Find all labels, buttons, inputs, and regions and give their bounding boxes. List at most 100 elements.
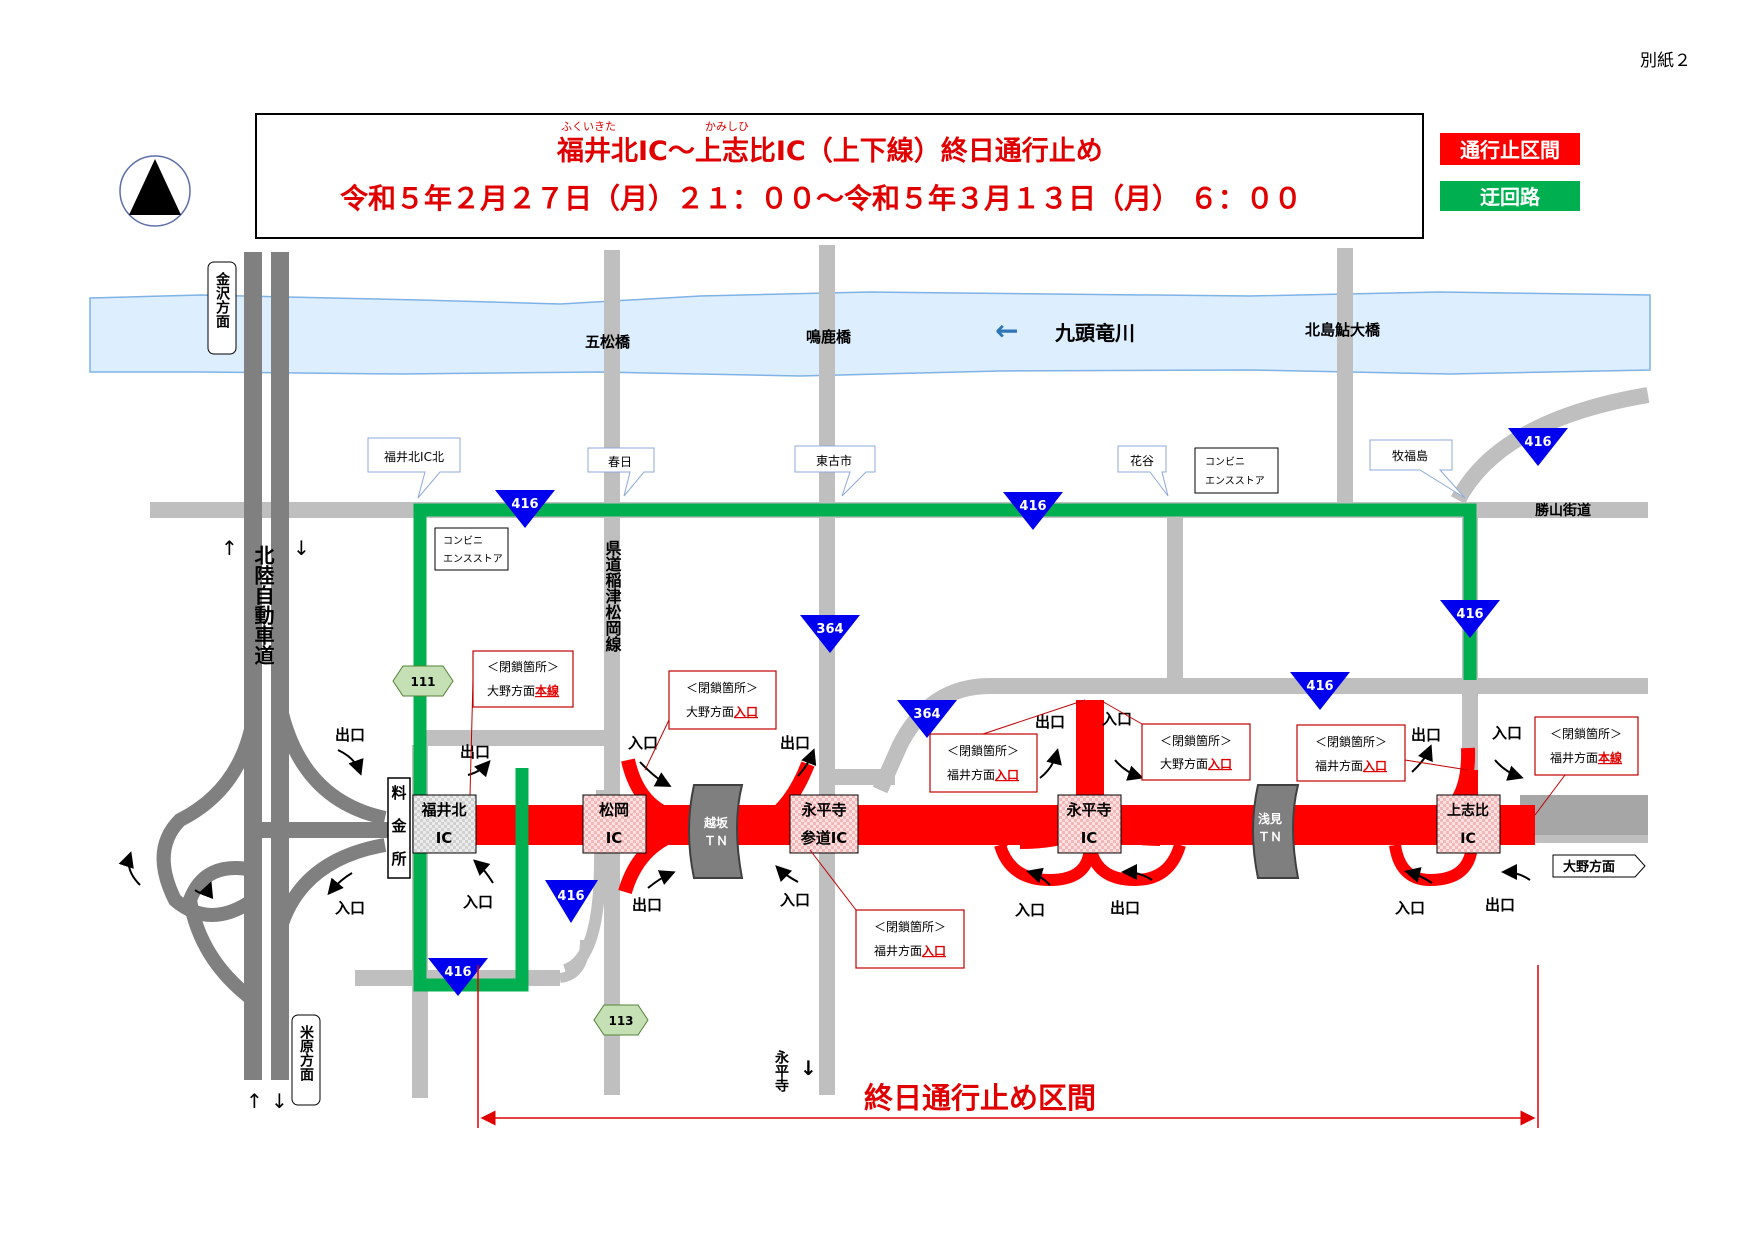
legend-detour-label: 迂回路 bbox=[1480, 185, 1541, 209]
svg-text:出口: 出口 bbox=[1411, 726, 1441, 744]
svg-text:416: 416 bbox=[1306, 679, 1333, 694]
title-line-2: 令和５年２月２７日（月）２１：００〜令和５年３月１３日（月） ６：００ bbox=[340, 182, 1302, 215]
svg-text:東古市: 東古市 bbox=[816, 453, 852, 468]
convenience-store: コンビニ エンスストア bbox=[1194, 447, 1279, 494]
river-arrow-icon: ← bbox=[995, 314, 1018, 347]
svg-text:所: 所 bbox=[391, 850, 406, 868]
closure-box: ＜閉鎖箇所＞ 福井方面入口 bbox=[1296, 724, 1469, 782]
svg-text:入口: 入口 bbox=[1395, 899, 1425, 917]
svg-text:エンスストア: エンスストア bbox=[1205, 476, 1265, 487]
svg-text:福井方面入口: 福井方面入口 bbox=[874, 943, 946, 958]
svg-text:IC: IC bbox=[436, 829, 453, 847]
route-416-sign: 416 bbox=[1440, 600, 1500, 638]
svg-text:松岡: 松岡 bbox=[599, 801, 629, 819]
svg-text:113: 113 bbox=[608, 1014, 633, 1028]
svg-text:＜閉鎖箇所＞: ＜閉鎖箇所＞ bbox=[1315, 734, 1387, 749]
direction-arrow-icon: ↓ bbox=[800, 1056, 817, 1080]
title-line-1: 福井北IC〜上志比IC（上下線）終日通行止め bbox=[556, 135, 1103, 167]
river bbox=[89, 291, 1651, 377]
ramp-labels: 出口 入口 出口 入口 入口 出口 出口 入口 出口 入口 入口 出口 出口 入… bbox=[335, 710, 1522, 919]
svg-text:入口: 入口 bbox=[1492, 724, 1522, 742]
svg-text:花谷: 花谷 bbox=[1130, 453, 1154, 468]
svg-text:入口: 入口 bbox=[463, 893, 493, 911]
svg-text:入口: 入口 bbox=[1015, 901, 1045, 919]
svg-text:IC: IC bbox=[1460, 831, 1475, 847]
legend-detour-swatch bbox=[1440, 181, 1580, 211]
place-callout-fukuikita-north: 福井北IC北 bbox=[367, 437, 461, 499]
route-113-sign: 113 bbox=[593, 1004, 649, 1036]
svg-text:参道IC: 参道IC bbox=[801, 829, 848, 847]
ic-eiheiji: 永平寺 IC bbox=[1057, 794, 1122, 854]
svg-text:ＴＮ: ＴＮ bbox=[704, 834, 728, 848]
svg-text:福井北: 福井北 bbox=[420, 801, 466, 819]
legend-closed-swatch bbox=[1440, 133, 1580, 165]
svg-text:＜閉鎖箇所＞: ＜閉鎖箇所＞ bbox=[874, 919, 946, 934]
svg-text:コンビニ: コンビニ bbox=[1205, 456, 1245, 468]
svg-text:越坂: 越坂 bbox=[703, 815, 729, 830]
svg-text:金沢方面: 金沢方面 bbox=[214, 271, 231, 329]
river-name: 九頭竜川 bbox=[1054, 321, 1135, 345]
svg-text:大野方面: 大野方面 bbox=[1563, 859, 1615, 875]
svg-text:出口: 出口 bbox=[335, 726, 365, 744]
detour-route bbox=[413, 503, 1477, 992]
traffic-arrow-icon: ↓ bbox=[293, 536, 310, 560]
direction-maibara: 米原方面 bbox=[291, 1014, 321, 1106]
tunnel-echizen: 越坂 ＴＮ bbox=[688, 784, 744, 879]
route-364-sign: 364 bbox=[800, 615, 860, 653]
ic-eiheiji-sando: 永平寺 参道IC bbox=[789, 794, 859, 854]
route-416-sign: 416 bbox=[545, 880, 598, 923]
svg-text:IC: IC bbox=[606, 829, 623, 847]
closure-box: ＜閉鎖箇所＞ 福井方面入口 bbox=[929, 699, 1086, 793]
svg-text:永平寺: 永平寺 bbox=[1065, 801, 1111, 819]
convenience-store: コンビニ エンスストア bbox=[434, 527, 509, 571]
svg-text:入口: 入口 bbox=[780, 891, 810, 909]
svg-text:入口: 入口 bbox=[628, 734, 658, 752]
svg-text:出口: 出口 bbox=[460, 743, 490, 761]
svg-text:416: 416 bbox=[557, 889, 584, 904]
svg-text:出口: 出口 bbox=[780, 734, 810, 752]
bridge-label: 北島鮎大橋 bbox=[1305, 321, 1381, 339]
svg-text:出口: 出口 bbox=[1485, 896, 1515, 914]
svg-text:416: 416 bbox=[444, 965, 471, 980]
ic-fukui-kita: 福井北 IC bbox=[412, 794, 477, 854]
title-ruby-kamishihi: かみしひ bbox=[705, 120, 749, 133]
svg-text:永平寺: 永平寺 bbox=[800, 801, 846, 819]
svg-text:福井方面入口: 福井方面入口 bbox=[947, 767, 1019, 782]
traffic-arrow-icon: ↑ bbox=[221, 536, 238, 560]
svg-text:コンビニ: コンビニ bbox=[443, 535, 483, 547]
svg-text:牧福島: 牧福島 bbox=[1392, 448, 1428, 463]
closure-span: 終日通行止め区間 bbox=[477, 965, 1539, 1128]
closure-box: ＜閉鎖箇所＞ 福井方面本線 bbox=[1534, 716, 1639, 816]
bridge-label: 五松橋 bbox=[585, 333, 631, 351]
tollgate: 料 金 所 bbox=[387, 777, 411, 879]
closure-span-label: 終日通行止め区間 bbox=[864, 1081, 1096, 1115]
ic-matsuoka: 松岡 IC bbox=[582, 794, 647, 854]
svg-text:金: 金 bbox=[390, 817, 407, 835]
svg-text:416: 416 bbox=[1456, 607, 1483, 622]
direction-kanazawa: 金沢方面 bbox=[207, 261, 237, 355]
svg-text:上志比: 上志比 bbox=[1447, 802, 1489, 819]
route-416-sign: 416 bbox=[428, 958, 488, 996]
svg-text:大野方面本線: 大野方面本線 bbox=[487, 683, 559, 698]
svg-text:＜閉鎖箇所＞: ＜閉鎖箇所＞ bbox=[1160, 733, 1232, 748]
route-416-sign: 416 bbox=[1508, 428, 1568, 466]
legend-closed-label: 通行止区間 bbox=[1460, 138, 1560, 162]
closure-box: ＜閉鎖箇所＞ 大野方面入口 bbox=[1099, 699, 1251, 781]
route-416-sign: 416 bbox=[495, 490, 555, 528]
svg-text:111: 111 bbox=[410, 675, 435, 689]
direction-ono: 大野方面 bbox=[1552, 854, 1646, 878]
svg-text:ＴＮ: ＴＮ bbox=[1258, 830, 1282, 844]
svg-text:出口: 出口 bbox=[1110, 899, 1140, 917]
svg-text:＜閉鎖箇所＞: ＜閉鎖箇所＞ bbox=[947, 743, 1019, 758]
road-label-prefectural: 県道稲津松岡線 bbox=[603, 540, 622, 653]
svg-text:大野方面入口: 大野方面入口 bbox=[1160, 756, 1232, 771]
north-arrow-icon bbox=[119, 155, 191, 227]
traffic-arrow-icon: ↑ bbox=[246, 1089, 263, 1113]
route-364-sign: 364 bbox=[897, 700, 957, 738]
svg-text:福井方面入口: 福井方面入口 bbox=[1315, 758, 1387, 773]
svg-text:浅見: 浅見 bbox=[1258, 811, 1282, 826]
closure-box: ＜閉鎖箇所＞ 大野方面本線 bbox=[469, 650, 574, 796]
legend: 通行止区間 迂回路 bbox=[1440, 133, 1580, 211]
bridge-label: 鳴鹿橋 bbox=[806, 328, 852, 346]
